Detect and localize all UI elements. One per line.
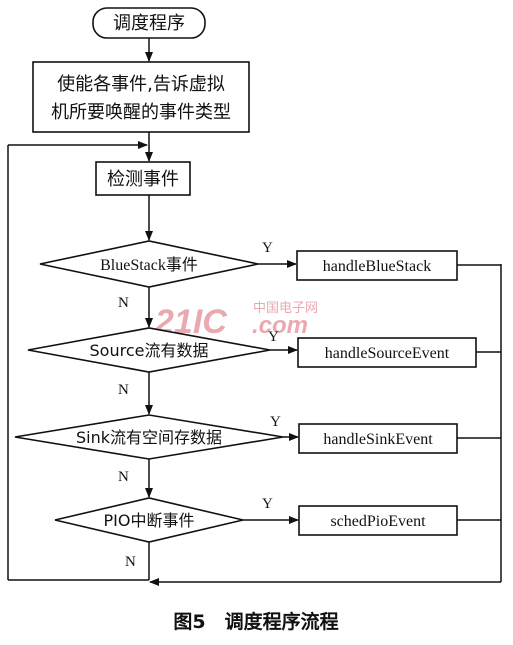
decision-source-label: Source流有数据	[90, 341, 209, 360]
yes-label-3: Y	[270, 414, 281, 430]
handler-bluestack-label: handleBlueStack	[323, 258, 431, 275]
decision-sink-label: Sink流有空间存数据	[76, 428, 222, 447]
handler-pio-label: schedPioEvent	[330, 513, 426, 530]
detect-box	[95, 161, 191, 196]
init-line-2: 机所要唤醒的事件类型	[51, 102, 231, 123]
handler-source	[297, 337, 477, 368]
figure-caption: 图5 调度程序流程	[173, 610, 338, 633]
no-label-4: N	[125, 554, 136, 570]
handler-bluestack	[296, 250, 458, 281]
no-label-3: N	[118, 469, 129, 485]
handler-sink-label: handleSinkEvent	[323, 431, 433, 448]
decision-bluestack-label: BlueStack事件	[100, 256, 198, 274]
detect-label: 检测事件	[107, 169, 179, 190]
no-label-1: N	[118, 295, 129, 311]
yes-label-1: Y	[262, 240, 273, 256]
watermark-dotcom: .com	[252, 312, 308, 339]
start-label: 调度程序	[113, 13, 185, 34]
handler-pio	[298, 505, 458, 536]
yes-label-4: Y	[262, 496, 273, 512]
init-box	[32, 61, 250, 133]
watermark-cn: 中国电子网	[253, 301, 318, 316]
handler-source-label: handleSourceEvent	[325, 345, 450, 362]
decision-pio-label: PIO中断事件	[104, 511, 195, 530]
yes-label-2: Y	[268, 329, 279, 345]
no-label-2: N	[118, 382, 129, 398]
init-line-1: 使能各事件,告诉虚拟	[57, 74, 225, 95]
